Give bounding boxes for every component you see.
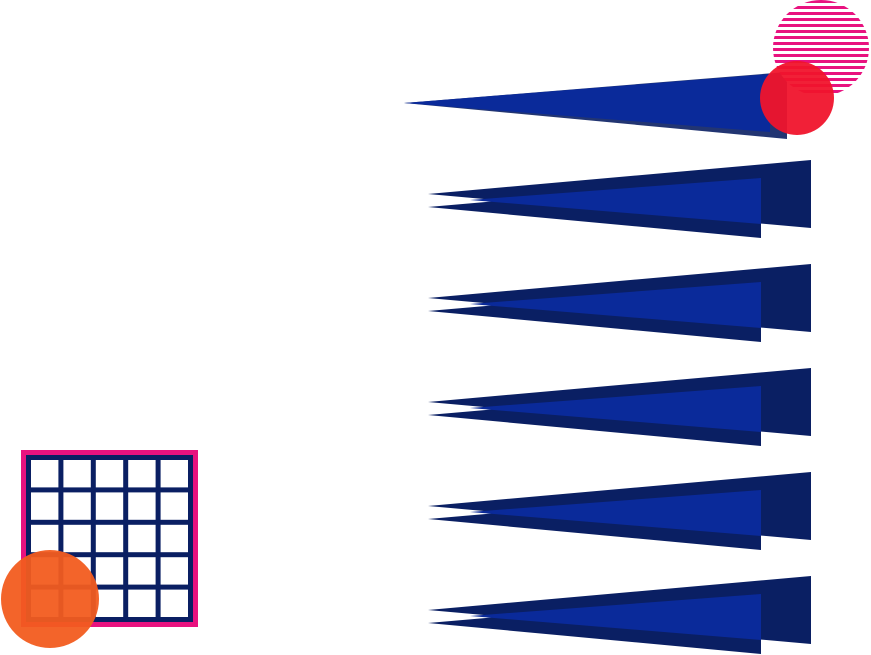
grid-cell <box>160 557 188 585</box>
grid-cell <box>31 492 59 520</box>
spike-front <box>470 282 761 328</box>
spike-row <box>428 576 811 654</box>
grid-cell <box>128 460 156 488</box>
spike-front <box>470 178 761 224</box>
spike-row <box>428 472 811 550</box>
spike-front <box>470 386 761 432</box>
grid-cell <box>128 557 156 585</box>
grid-cell <box>63 524 91 553</box>
spike-front <box>470 490 761 536</box>
spike-row <box>428 160 811 238</box>
spike-front <box>470 594 761 640</box>
grid-cell <box>95 524 124 553</box>
grid-cell <box>95 460 124 488</box>
grid-cell <box>160 524 188 553</box>
grid-cell <box>63 492 91 520</box>
grid-cell <box>128 492 156 520</box>
top-spike-body <box>404 74 770 132</box>
top-spike <box>404 72 787 139</box>
grid-cell <box>31 524 59 553</box>
spike-row <box>428 264 811 342</box>
orange-circle-icon <box>1 550 99 648</box>
grid-cell <box>128 524 156 553</box>
grid-cell <box>160 460 188 488</box>
grid-cell <box>31 460 59 488</box>
grid-cell <box>63 460 91 488</box>
red-circle-icon <box>760 61 834 135</box>
grid-cell <box>160 492 188 520</box>
spike-row <box>428 368 811 446</box>
grid-cell <box>95 492 124 520</box>
grid-cell <box>95 557 124 585</box>
grid-cell <box>95 589 124 617</box>
grid-cell <box>128 589 156 617</box>
spike-rows <box>428 160 811 654</box>
grid-cell <box>160 589 188 617</box>
